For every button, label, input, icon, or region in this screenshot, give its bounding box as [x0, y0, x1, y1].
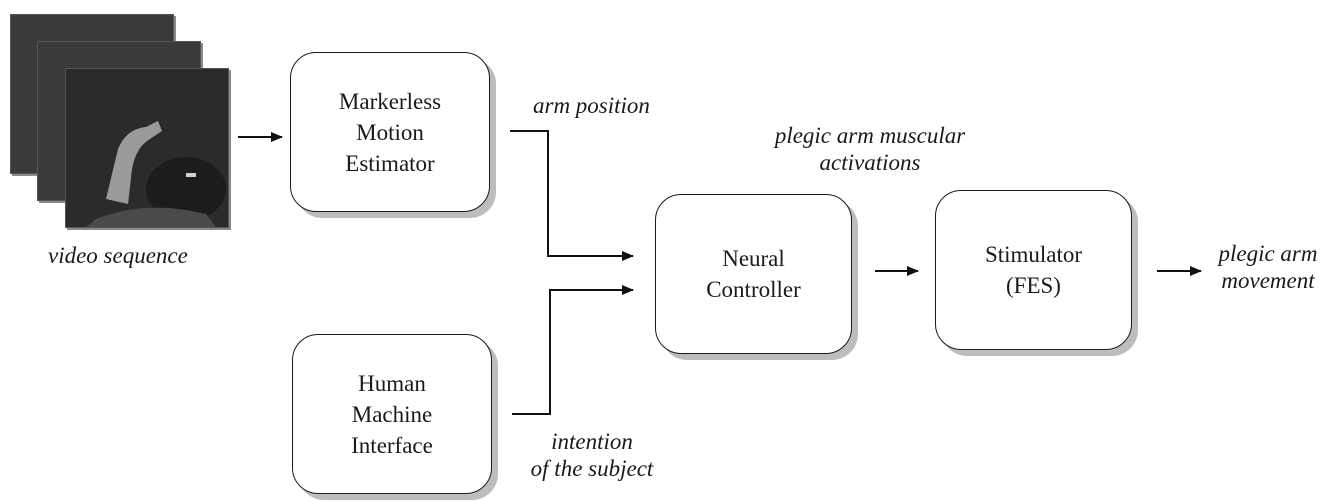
stimulator-block: Stimulator (FES) [935, 190, 1132, 350]
muscular-activations-label: plegic arm muscular activations [774, 123, 966, 175]
arm-position-label: arm position [533, 93, 650, 118]
neural-controller-block: Neural Controller [655, 194, 852, 354]
stimulator-label: Stimulator (FES) [984, 242, 1083, 298]
motion-estimator-block: Markerless Motion Estimator [290, 52, 490, 212]
motion-estimator-label: Markerless Motion Estimator [338, 88, 442, 176]
arrow-estimator-to-controller [510, 130, 634, 261]
intention-label: intention of the subject [530, 429, 654, 481]
neural-controller-label: Neural Controller [706, 246, 801, 302]
arrow-hmi-to-controller [512, 285, 634, 415]
hmi-block: Human Machine Interface [292, 334, 492, 494]
arm-silhouette [66, 69, 228, 227]
video-frame-front [65, 68, 229, 228]
hmi-label: Human Machine Interface [351, 370, 433, 458]
output-label: plegic arm movement [1218, 241, 1318, 293]
video-sequence-label: video sequence [48, 243, 188, 268]
